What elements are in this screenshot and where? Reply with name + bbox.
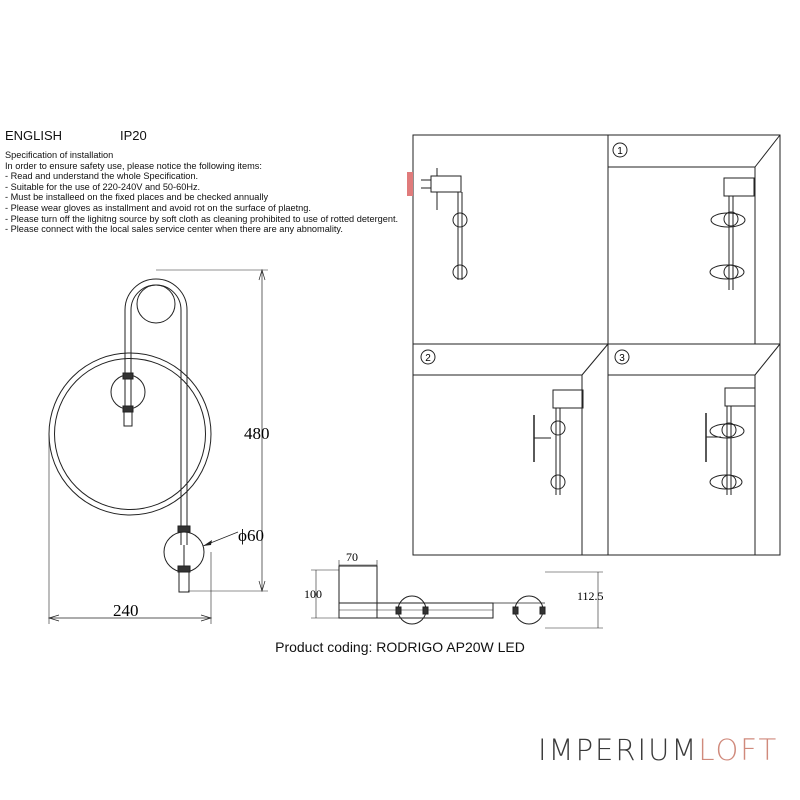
logo-part-imperium: IMPERIUM: [538, 733, 699, 767]
width-dimension-label: 240: [113, 601, 139, 620]
step-2-circle: [420, 349, 436, 365]
logo-part-loft: LOFT: [698, 733, 779, 767]
spec-line: - Please turn off the lighitng source by…: [5, 213, 399, 224]
lamp-side-view: [311, 560, 603, 629]
height-dimension-line: [156, 268, 268, 593]
installation-panels: [412, 134, 781, 556]
step-2-number: 2: [425, 353, 431, 364]
brand-logo: IMPERIUMLOFT: [538, 733, 778, 767]
product-coding: Product coding: RODRIGO AP20W LED: [275, 639, 525, 655]
lamp-front-view: [48, 278, 212, 593]
step-3-number: 3: [619, 353, 625, 364]
step-3-illustration: [705, 387, 756, 495]
step-1-circle: [612, 142, 628, 158]
diameter-dimension-label: ϕ60: [238, 526, 264, 545]
specification-text: Specification of installation In order t…: [5, 150, 417, 235]
spec-line: - Must be installeed on the fixed places…: [5, 192, 269, 203]
spec-line: - Please connect with the local sales se…: [5, 224, 343, 235]
spec-line: - Please wear gloves as installment and …: [5, 202, 311, 213]
width-dimension-line: [47, 434, 213, 624]
step-3-circle: [614, 349, 630, 365]
base-width-label: 70: [346, 550, 358, 564]
spec-line: - Read and understand the whole Specific…: [5, 171, 199, 182]
step-1-number: 1: [617, 146, 623, 157]
ip-rating-label: IP20: [120, 128, 147, 143]
base-height-label: 100: [304, 587, 322, 601]
depth-label: 112.5: [577, 589, 604, 603]
spec-line: Specification of installation: [5, 150, 114, 160]
step-1-illustration: [709, 177, 755, 290]
step-2-illustration: [533, 389, 584, 495]
height-dimension-label: 480: [244, 424, 270, 443]
language-label: ENGLISH: [5, 128, 63, 143]
spec-line: - Suitable for the use of 220-240V and 5…: [5, 181, 201, 192]
spec-line: In order to ensure safety use, please no…: [5, 160, 262, 171]
step-0-illustration: [407, 168, 468, 280]
